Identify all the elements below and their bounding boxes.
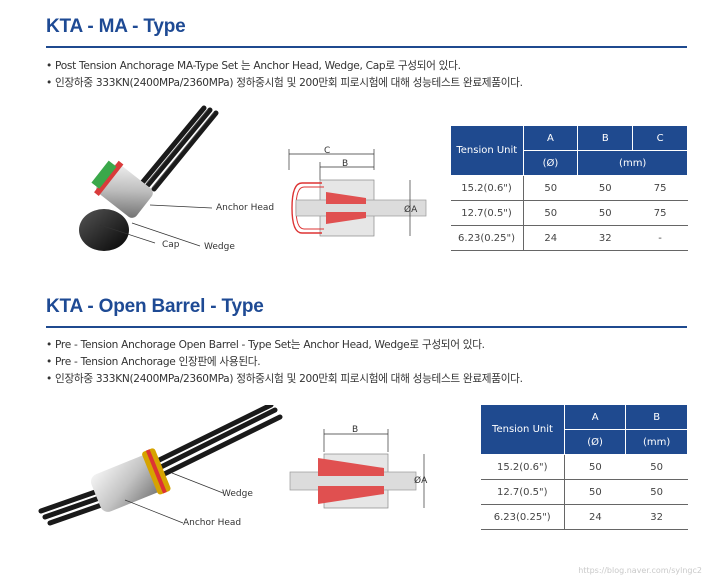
ma-type-dimension-drawing [288, 149, 427, 237]
section1-bullet-1: • Post Tension Anchorage MA-Type Set 는 A… [46, 60, 461, 72]
ma-anchor-head-label: Anchor Head [216, 203, 275, 213]
table-row: 6.23(0.25") 24 32 [480, 504, 688, 530]
ma-dim-c: C [324, 146, 331, 156]
section1-bullets: • Post Tension Anchorage MA-Type Set 는 A… [46, 58, 523, 92]
section2-bullet-2: • Pre - Tension Anchorage 인장판에 사용된다. [46, 356, 261, 368]
table-cell: 50 [625, 479, 688, 505]
table-cell: 75 [632, 175, 688, 201]
table-cell: 12.7(0.5") [450, 200, 524, 226]
table-cell: 24 [523, 225, 578, 251]
table-cell: - [632, 225, 688, 251]
section2-bullet-1: • Pre - Tension Anchorage Open Barrel - … [46, 339, 485, 351]
table-row: 15.2(0.6") 50 50 [480, 454, 688, 480]
ma-header-unit-bc: (mm) [577, 150, 688, 176]
table-cell: 24 [564, 504, 626, 530]
section2-divider [46, 326, 687, 328]
ma-header-unit-a: (Ø) [522, 150, 579, 176]
section1-divider [46, 46, 687, 48]
table-cell: 6.23(0.25") [450, 225, 524, 251]
table-cell: 50 [577, 200, 633, 226]
ob-header-unit-a: (Ø) [563, 429, 627, 455]
section2-title: KTA - Open Barrel - Type [46, 296, 264, 317]
table-row: 12.7(0.5") 50 50 75 [450, 200, 688, 226]
open-barrel-dim-b: B [352, 425, 359, 435]
ob-header-a: A [563, 404, 627, 430]
ma-type-spec-table: Tension Unit A B C (Ø) (mm) 15.2(0.6") 5… [450, 125, 688, 251]
ob-header-unit-b: (mm) [625, 429, 688, 455]
table-cell: 50 [523, 175, 578, 201]
ma-dim-a: ØA [404, 205, 418, 215]
open-barrel-spec-table: Tension Unit A B (Ø) (mm) 15.2(0.6") 50 … [480, 404, 688, 530]
ma-wedge-label: Wedge [204, 242, 235, 252]
ma-type-product-image [79, 105, 219, 251]
ma-header-c: C [632, 125, 688, 151]
watermark: https://blog.naver.com/sylngc2 [578, 566, 702, 575]
table-cell: 75 [632, 200, 688, 226]
table-cell: 32 [625, 504, 688, 530]
section2-bullets: • Pre - Tension Anchorage Open Barrel - … [46, 337, 523, 388]
table-cell: 50 [577, 175, 633, 201]
table-cell: 50 [564, 454, 626, 480]
table-cell: 15.2(0.6") [450, 175, 524, 201]
ma-dim-b: B [342, 159, 349, 169]
table-cell: 50 [625, 454, 688, 480]
open-barrel-wedge-label: Wedge [222, 489, 253, 499]
ma-cap-label: Cap [162, 240, 180, 250]
table-cell: 12.7(0.5") [480, 479, 565, 505]
table-cell: 32 [577, 225, 633, 251]
table-row: 15.2(0.6") 50 50 75 [450, 175, 688, 201]
ob-header-tension-unit: Tension Unit [480, 404, 565, 455]
table-row: 6.23(0.25") 24 32 - [450, 225, 688, 251]
table-cell: 15.2(0.6") [480, 454, 565, 480]
open-barrel-product-image [38, 405, 283, 526]
open-barrel-dimension-drawing [289, 429, 425, 509]
open-barrel-dim-a: ØA [414, 476, 428, 486]
table-row: 12.7(0.5") 50 50 [480, 479, 688, 505]
table-cell: 50 [564, 479, 626, 505]
section2-bullet-3: • 인장하중 333KN(2400MPa/2360MPa) 정하중시험 및 20… [46, 373, 523, 385]
section1-bullet-2: • 인장하중 333KN(2400MPa/2360MPa) 정하중시험 및 20… [46, 77, 523, 89]
ob-header-b: B [625, 404, 688, 430]
ma-header-a: A [522, 125, 579, 151]
table-cell: 50 [523, 200, 578, 226]
ma-header-b: B [577, 125, 634, 151]
ma-header-tension-unit: Tension Unit [450, 125, 524, 176]
section1-title: KTA - MA - Type [46, 16, 186, 37]
open-barrel-anchor-head-label: Anchor Head [183, 518, 242, 528]
table-cell: 6.23(0.25") [480, 504, 565, 530]
